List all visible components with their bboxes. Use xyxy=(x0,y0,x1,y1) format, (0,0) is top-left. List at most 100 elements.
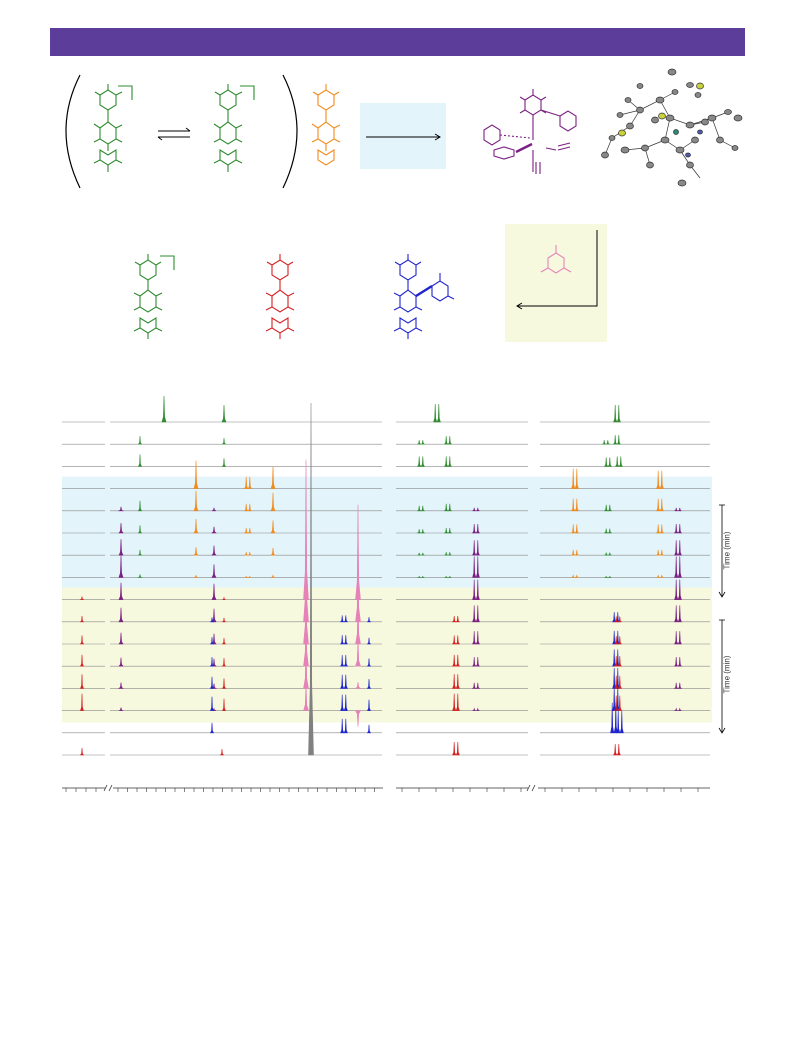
pink-mesitylene xyxy=(540,245,572,274)
blue-product xyxy=(393,254,455,339)
spectrum-peak xyxy=(574,468,579,489)
spectrum-peak xyxy=(211,583,217,600)
green-biaryl-complex-1 xyxy=(93,84,133,172)
crystal-structure xyxy=(601,68,743,187)
spectrum-peak xyxy=(416,529,422,534)
spectrum-peak xyxy=(244,476,249,489)
spectrum-peak xyxy=(270,547,276,556)
spectrum-peak xyxy=(355,637,361,667)
spectrum-peak xyxy=(80,674,84,689)
spectrum-peak xyxy=(608,552,612,556)
spectrum-peak xyxy=(444,456,449,467)
spectrum-peak xyxy=(448,552,452,556)
spectrum-peak xyxy=(617,616,623,623)
spectrum-peak xyxy=(248,552,252,556)
spectrum-peak xyxy=(455,674,460,689)
green-biaryl-complex-2 xyxy=(213,84,255,172)
spectrum-peak xyxy=(222,698,226,711)
spectrum-peak xyxy=(613,404,618,423)
spectrum-peak xyxy=(607,504,613,512)
spectrum-peak xyxy=(608,575,612,578)
spectrum-peak xyxy=(444,575,448,578)
spectrum-peak xyxy=(209,617,215,623)
spectrum-peak xyxy=(603,528,609,534)
reaction-arrow xyxy=(366,133,441,141)
spectrum-peak xyxy=(340,718,345,734)
spectrum-peak xyxy=(674,605,679,623)
spectrum-peak xyxy=(601,440,607,445)
spectrum-peak xyxy=(118,632,124,645)
spectrum-peak xyxy=(243,527,249,534)
spectrum-peak xyxy=(677,656,682,667)
spectrum-peak xyxy=(674,656,679,667)
spectrum-peak xyxy=(677,682,683,689)
spectrum-peak xyxy=(677,540,682,556)
spectrum-peak xyxy=(472,507,476,512)
spectrum-peak xyxy=(138,454,142,467)
spectrum-peak xyxy=(366,724,372,734)
spectrum-peak xyxy=(444,552,448,556)
spectrum-peak xyxy=(79,635,85,645)
orange-biaryl xyxy=(311,84,341,166)
spectrum-peak xyxy=(247,476,252,489)
return-arrow xyxy=(516,230,598,310)
spectrum-peak xyxy=(678,707,682,711)
spectrum-peak xyxy=(472,707,476,711)
spectrum-peak xyxy=(475,656,480,667)
spectrum-peak xyxy=(137,436,143,445)
spectrum-peak xyxy=(221,617,227,623)
spectrum-peak xyxy=(475,556,480,578)
spectrum-peak xyxy=(366,617,372,623)
spectrum-peak xyxy=(472,556,477,578)
left-ppm-axis xyxy=(62,784,383,792)
spectrum-peak xyxy=(656,498,661,512)
spectrum-peak xyxy=(674,631,679,645)
spectrum-peak xyxy=(211,526,217,534)
spectrum-peak xyxy=(614,675,619,689)
equilibrium-arrows xyxy=(157,127,191,141)
spectrum-peak xyxy=(367,699,371,711)
spectrum-peak xyxy=(221,438,227,445)
spectrum-peak xyxy=(617,675,622,689)
spectrum-peak xyxy=(674,540,679,556)
spectrum-peak xyxy=(571,524,576,534)
spectrum-peak xyxy=(472,579,477,600)
spectrum-peak xyxy=(420,505,426,512)
spectrum-peak xyxy=(221,458,227,467)
spectrum-peak xyxy=(472,656,477,667)
spectrum-peak xyxy=(455,654,460,667)
spectrum-peak xyxy=(607,457,612,467)
spectrum-peak xyxy=(604,457,609,467)
spectrum-peak xyxy=(471,682,477,689)
spectrum-peak xyxy=(476,507,480,512)
spectrum-peak xyxy=(303,637,309,689)
spectrum-peak xyxy=(270,520,276,534)
spectrum-peak xyxy=(118,657,124,667)
spectrum-peak xyxy=(604,575,608,578)
purple-metal-complex xyxy=(483,89,577,174)
conditions-box xyxy=(360,103,446,169)
spectrum-peak xyxy=(210,676,214,689)
reaction-scheme xyxy=(65,68,743,342)
spectrum-peak xyxy=(343,694,348,711)
spectrum-peak xyxy=(211,658,217,667)
spectrum-peak xyxy=(340,654,345,667)
time-arrow-upper xyxy=(718,504,726,598)
spectrum-peak xyxy=(475,540,480,556)
spectrum-peak xyxy=(452,741,457,756)
spectrum-peak xyxy=(659,498,664,512)
spectrum-peak xyxy=(117,506,125,512)
spectrum-peak xyxy=(118,682,124,689)
spectrum-peak xyxy=(421,575,425,578)
spectrum-peak xyxy=(674,523,679,534)
spectrum-peak xyxy=(447,436,452,445)
spectrum-peak xyxy=(339,615,345,623)
spectrum-peak xyxy=(421,552,425,556)
spectrum-peak xyxy=(118,582,124,600)
red-product xyxy=(265,254,295,339)
spectrum-peak xyxy=(677,631,682,645)
spectrum-peak xyxy=(222,678,226,689)
spectrum-peak xyxy=(343,674,348,689)
spectrum-peak xyxy=(343,718,348,734)
